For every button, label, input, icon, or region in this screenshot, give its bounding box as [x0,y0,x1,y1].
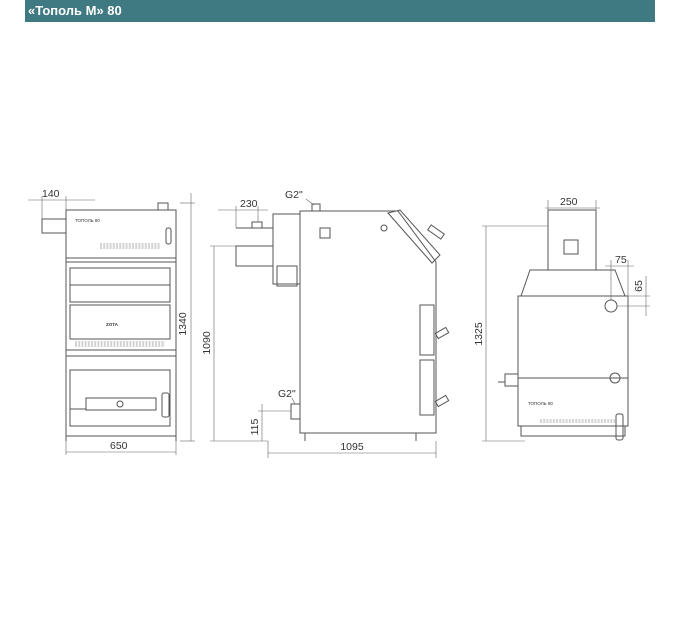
front-side-pipe [161,392,170,418]
side-dim-115-label: 115 [249,418,261,435]
rear-view: 250 75 65 1325 ТОПОЛЬ 80 [473,196,650,442]
front-brand-plate: ZOTA [106,322,119,327]
front-ash-door-knob [116,400,124,408]
front-dim-140-label: 140 [42,188,60,200]
front-middle-door [69,304,171,340]
front-thermometer [165,227,172,245]
front-side-handle [41,218,67,234]
side-dim-outlet-label: G2" [285,189,303,201]
front-body-outline [65,209,177,437]
front-dim-1340 [180,193,195,442]
side-top-handle [427,224,445,240]
rear-dim-1325 [482,225,548,442]
side-inspection-port [319,227,331,239]
front-lower-door [69,369,171,427]
side-dim-115 [258,404,291,441]
rear-dim-250 [545,200,600,212]
rear-dim-75 [605,260,634,300]
side-dim-230-label: 230 [240,198,258,210]
rear-dim-65 [617,276,650,316]
rear-dim-250-label: 250 [560,196,578,208]
side-inlet-fitting [290,403,301,420]
title-bar: «Тополь М» 80 [25,0,655,22]
front-ash-door [85,397,157,411]
rear-top-cap [520,269,626,297]
side-top-hinge [380,224,388,232]
side-body-outline [299,210,437,434]
page-title: «Тополь М» 80 [28,3,122,18]
rear-flue-outlet [563,239,579,255]
rear-body-outline [517,295,629,427]
rear-side-pipe [615,413,624,441]
side-dim-1095 [267,441,437,458]
rear-base [520,425,626,437]
front-dim-650-label: 650 [110,440,128,452]
rear-dim-75-label: 75 [615,254,627,266]
front-top-flue-stub [157,202,169,211]
rear-inlet-port [609,372,621,384]
side-lower-handle [434,394,450,408]
side-flue-pipe-top [251,221,263,229]
side-dim-230 [218,206,268,228]
rear-side-handle [504,373,519,387]
side-dim-1090 [210,245,268,442]
front-dim-650 [65,441,177,455]
side-outlet-fitting [311,203,321,212]
side-upper-handle [434,326,450,340]
side-flue-pipe [235,245,274,267]
side-flue-outlet [276,265,298,287]
side-dim-inlet-label: G2" [278,388,296,400]
side-dim-1090-label: 1090 [201,331,213,355]
rear-dim-65-label: 65 [633,280,645,292]
side-dim-1095-label: 1095 [340,441,364,453]
rear-outlet-port [604,299,618,313]
front-view: 140 650 1340 ТОПОЛЬ 80 ZOTA [28,188,195,455]
rear-dim-1325-label: 1325 [473,322,485,346]
side-view: 230 G2" G2" 1090 115 1095 [201,189,450,458]
rear-model-plate: ТОПОЛЬ 80 [528,401,553,406]
side-lower-door [419,359,435,416]
front-dim-1340-label: 1340 [177,312,189,336]
side-top-door [387,209,441,264]
front-model-plate: ТОПОЛЬ 80 [75,218,100,223]
side-upper-door [419,304,435,356]
front-dim-140 [28,196,95,220]
